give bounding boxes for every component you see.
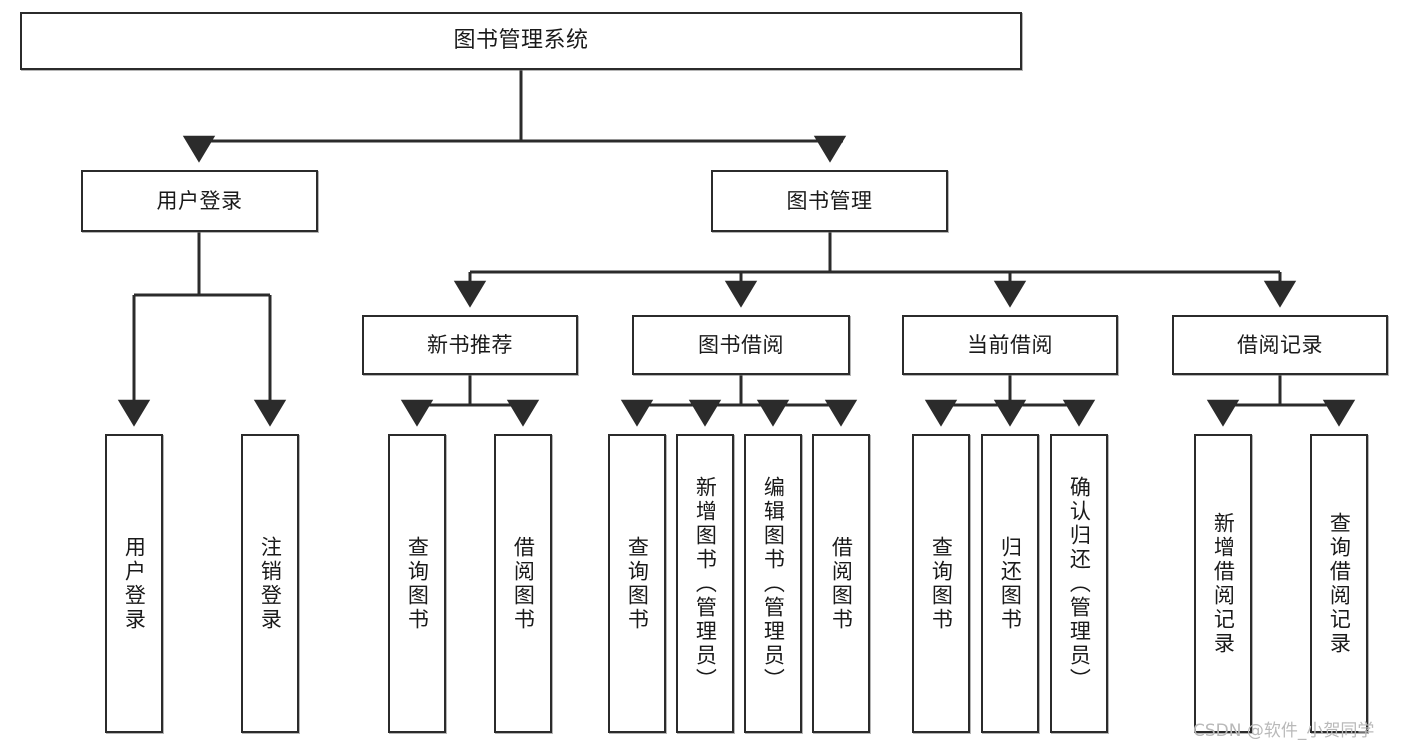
node-current-borrow-label: 当前借阅 — [967, 332, 1053, 357]
node-borrow-record-label: 借阅记录 — [1237, 332, 1323, 357]
node-book-borrow-label: 图书借阅 — [698, 332, 784, 357]
leaf-record-query[interactable]: 查询借阅记录 — [1310, 434, 1368, 733]
leaf-user-login-login[interactable]: 用户登录 — [105, 434, 163, 733]
leaf-borrow-add-book[interactable]: 新增图书（管理员） — [676, 434, 734, 733]
node-book-borrow[interactable]: 图书借阅 — [632, 315, 850, 375]
leaf-borrow-edit-book[interactable]: 编辑图书（管理员） — [744, 434, 802, 733]
leaf-record-add-label: 新增借阅记录 — [1211, 511, 1236, 656]
leaf-current-query-book-label: 查询图书 — [929, 535, 954, 632]
node-book-management[interactable]: 图书管理 — [711, 170, 948, 232]
node-book-management-label: 图书管理 — [786, 188, 873, 213]
leaf-borrow-borrow-book-label: 借阅图书 — [829, 535, 854, 632]
node-new-book-recommend-label: 新书推荐 — [427, 332, 513, 357]
leaf-new-book-query[interactable]: 查询图书 — [388, 434, 446, 733]
node-new-book-recommend[interactable]: 新书推荐 — [362, 315, 578, 375]
leaf-current-return-book-label: 归还图书 — [998, 535, 1023, 632]
leaf-record-query-label: 查询借阅记录 — [1327, 511, 1352, 656]
node-root-label: 图书管理系统 — [453, 28, 589, 54]
leaf-current-confirm-return[interactable]: 确认归还（管理员） — [1050, 434, 1108, 733]
leaf-borrow-add-book-label: 新增图书（管理员） — [693, 475, 718, 692]
leaf-record-add[interactable]: 新增借阅记录 — [1194, 434, 1252, 733]
leaf-new-book-borrow[interactable]: 借阅图书 — [494, 434, 552, 733]
node-user-login[interactable]: 用户登录 — [81, 170, 318, 232]
node-user-login-label: 用户登录 — [156, 188, 243, 213]
leaf-new-book-borrow-label: 借阅图书 — [511, 535, 536, 632]
leaf-current-confirm-return-label: 确认归还（管理员） — [1067, 475, 1092, 692]
leaf-borrow-query-book-label: 查询图书 — [625, 535, 650, 632]
node-root[interactable]: 图书管理系统 — [20, 12, 1022, 70]
leaf-borrow-query-book[interactable]: 查询图书 — [608, 434, 666, 733]
node-current-borrow[interactable]: 当前借阅 — [902, 315, 1118, 375]
leaf-current-return-book[interactable]: 归还图书 — [981, 434, 1039, 733]
leaf-new-book-query-label: 查询图书 — [405, 535, 430, 632]
leaf-user-login-logout[interactable]: 注销登录 — [241, 434, 299, 733]
leaf-current-query-book[interactable]: 查询图书 — [912, 434, 970, 733]
leaf-borrow-edit-book-label: 编辑图书（管理员） — [761, 475, 786, 692]
leaf-user-login-login-label: 用户登录 — [122, 535, 147, 632]
leaf-user-login-logout-label: 注销登录 — [258, 535, 283, 632]
leaf-borrow-borrow-book[interactable]: 借阅图书 — [812, 434, 870, 733]
node-borrow-record[interactable]: 借阅记录 — [1172, 315, 1388, 375]
